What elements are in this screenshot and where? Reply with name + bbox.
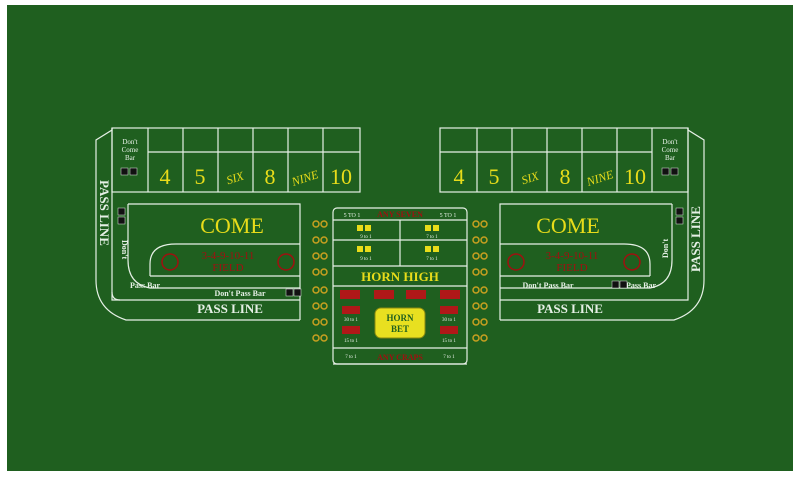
chip-markers [312, 220, 488, 342]
left-come-area[interactable]: COME [200, 213, 264, 238]
dont-come-line1: Don't [122, 138, 137, 146]
die-icon [357, 225, 363, 231]
die-icon [406, 290, 426, 299]
hard-ways [357, 225, 439, 252]
die-icon [342, 326, 360, 334]
right-place-10[interactable]: 10 [624, 164, 646, 189]
die-icon [675, 216, 684, 225]
hard-4-odds[interactable]: 7 to 1 [426, 257, 438, 262]
dont-come-line1: Don't [662, 138, 677, 146]
craps-odds[interactable]: 15 to 1 [442, 339, 456, 344]
craps-odds[interactable]: 15 to 1 [344, 339, 358, 344]
right-place-5[interactable]: 5 [489, 164, 500, 189]
right-dont-come-bar[interactable]: Don't Come Bar [661, 138, 679, 176]
die-icon [661, 167, 670, 176]
right-pass-bar: Pass Bar [626, 281, 656, 290]
right-place-six[interactable]: SIX [520, 168, 541, 187]
die-icon [342, 306, 360, 314]
craps-props [340, 290, 460, 334]
left-pass-line[interactable]: PASS LINE [197, 301, 263, 316]
left-pass-bar: Pass Bar [130, 281, 160, 290]
right-place-4[interactable]: 4 [454, 164, 465, 189]
any-seven-odds-left: 5 TO 1 [344, 213, 361, 219]
die-icon [433, 225, 439, 231]
right-dont-pass-bar[interactable]: Don't Pass Bar [522, 281, 574, 290]
horn-bet-box[interactable] [374, 307, 426, 339]
die-icon [293, 288, 302, 297]
left-dont-pass-bar[interactable]: Don't Pass Bar [214, 289, 266, 298]
die-icon [433, 246, 439, 252]
craps-odds[interactable]: 7 to 1 [345, 355, 357, 360]
die-icon [675, 207, 684, 216]
dont-come-line3: Bar [125, 154, 136, 162]
horn-bet-line1: HORN [387, 313, 415, 323]
die-icon [611, 280, 620, 289]
die-icon [285, 288, 294, 297]
horn-bet-line2: BET [391, 324, 409, 334]
left-field-label: FIELD [212, 262, 243, 274]
any-seven-odds-right: 5 TO 1 [440, 213, 457, 219]
die-icon [340, 290, 360, 299]
dont-come-line3: Bar [665, 154, 676, 162]
die-icon [619, 280, 628, 289]
right-place-nine[interactable]: NINE [584, 167, 616, 189]
die-icon [365, 225, 371, 231]
dont-come-line2: Come [122, 146, 139, 154]
craps-odds[interactable]: 30 to 1 [442, 318, 456, 323]
any-seven-bet[interactable]: ANY SEVEN [377, 210, 423, 219]
left-field-numbers: 3-4-9-10-11 [202, 250, 255, 262]
die-icon [440, 290, 460, 299]
right-dont-pass-side: Don't [661, 239, 670, 258]
field-12-icon [623, 253, 641, 271]
left-field-area[interactable]: 3-4-9-10-11 FIELD [161, 250, 295, 274]
horn-high-bet[interactable]: HORN HIGH [361, 269, 439, 284]
left-place-nine[interactable]: NINE [289, 167, 321, 189]
right-field-area[interactable]: 3-4-9-10-11 FIELD [507, 250, 641, 274]
horn-bet[interactable]: HORN BET [374, 307, 426, 339]
any-craps-bet[interactable]: ANY CRAPS [377, 353, 423, 362]
left-place-5[interactable]: 5 [195, 164, 206, 189]
right-field-label: FIELD [556, 262, 587, 274]
hard-10-odds[interactable]: 7 to 1 [426, 235, 438, 240]
left-pass-line-side[interactable]: PASS LINE [97, 180, 112, 246]
craps-odds[interactable]: 7 to 1 [443, 355, 455, 360]
right-pass-line-border [500, 128, 705, 321]
left-place-4[interactable]: 4 [160, 164, 171, 189]
left-place-8[interactable]: 8 [265, 164, 276, 189]
right-pass-line-side[interactable]: PASS LINE [688, 206, 703, 272]
right-come-area[interactable]: COME [536, 213, 600, 238]
die-icon [425, 225, 431, 231]
die-icon [117, 216, 126, 225]
field-12-icon [277, 253, 295, 271]
right-pass-line[interactable]: PASS LINE [537, 301, 603, 316]
craps-odds[interactable]: 30 to 1 [344, 318, 358, 323]
die-icon [374, 290, 394, 299]
die-icon [440, 326, 458, 334]
field-2-icon [161, 253, 179, 271]
hard-6-odds[interactable]: 9 to 1 [360, 235, 372, 240]
left-dont-pass-side: Don't [120, 240, 129, 259]
die-icon [425, 246, 431, 252]
die-icon [129, 167, 138, 176]
right-place-8[interactable]: 8 [560, 164, 571, 189]
die-icon [117, 207, 126, 216]
dont-come-line2: Come [662, 146, 679, 154]
left-pass-line-border [95, 128, 300, 321]
hard-8-odds[interactable]: 9 to 1 [360, 257, 372, 262]
die-icon [365, 246, 371, 252]
die-icon [120, 167, 129, 176]
right-field-numbers: 3-4-9-10-11 [546, 250, 599, 262]
die-icon [357, 246, 363, 252]
left-place-six[interactable]: SIX [225, 168, 246, 187]
die-icon [670, 167, 679, 176]
field-2-icon [507, 253, 525, 271]
die-icon [440, 306, 458, 314]
left-place-10[interactable]: 10 [330, 164, 352, 189]
left-dont-come-bar[interactable]: Don't Come Bar [120, 138, 139, 176]
